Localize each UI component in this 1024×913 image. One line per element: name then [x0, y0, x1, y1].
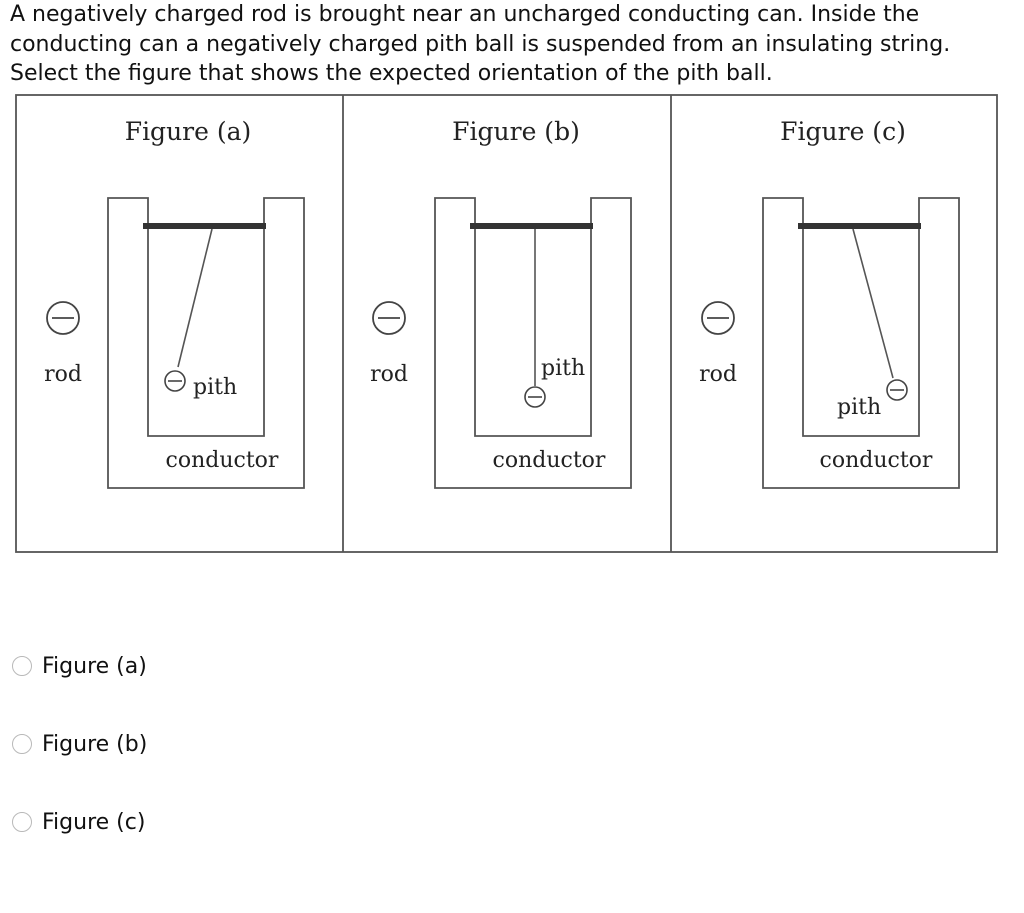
- option-figure-c[interactable]: Figure (c): [12, 806, 145, 838]
- conductor-label: conductor: [820, 448, 933, 473]
- conducting-can: [434, 197, 632, 489]
- figure-frame: [15, 94, 998, 553]
- question-line-1: A negatively charged rod is brought near…: [10, 2, 920, 27]
- figure-panel: Figure (a) rod pith conductor Figure (b)…: [15, 94, 998, 553]
- figure-c: Figure (c) rod pith conductor: [699, 117, 960, 489]
- option-label: Figure (b): [42, 731, 148, 757]
- radio-button[interactable]: [12, 812, 32, 832]
- can-outline: [762, 197, 960, 489]
- rod-label: rod: [699, 362, 737, 387]
- radio-button[interactable]: [12, 656, 32, 676]
- pith-string: [852, 228, 894, 379]
- figure-b-title: Figure (b): [452, 117, 580, 146]
- pith-label: pith: [837, 395, 881, 420]
- pith-label: pith: [541, 356, 585, 381]
- question-line-2: conducting can a negatively charged pith…: [10, 31, 951, 57]
- option-figure-a[interactable]: Figure (a): [12, 650, 147, 682]
- figure-b: Figure (b) rod pith conductor: [370, 117, 632, 489]
- option-figure-b[interactable]: Figure (b): [12, 728, 147, 760]
- question-line-3: Select the figure that shows the expecte…: [10, 61, 773, 86]
- figure-a-title: Figure (a): [125, 117, 252, 146]
- rod-label: rod: [44, 362, 82, 387]
- conductor-label: conductor: [493, 448, 606, 473]
- conducting-can: [762, 197, 960, 489]
- pith-string: [177, 228, 213, 368]
- can-outline: [107, 197, 305, 489]
- can-outline: [434, 197, 632, 489]
- question-text: A negatively charged rod is brought near…: [10, 0, 1014, 89]
- figure-c-title: Figure (c): [780, 117, 906, 146]
- option-label: Figure (c): [42, 809, 146, 835]
- conducting-can: [107, 197, 305, 489]
- rod-label: rod: [370, 362, 408, 387]
- option-label: Figure (a): [42, 653, 147, 679]
- radio-button[interactable]: [12, 734, 32, 754]
- pith-label: pith: [193, 375, 237, 400]
- rod: rod: [44, 301, 82, 387]
- rod: rod: [699, 301, 737, 387]
- rod: rod: [370, 301, 408, 387]
- figure-a: Figure (a) rod pith conductor: [44, 117, 305, 489]
- conductor-label: conductor: [166, 448, 279, 473]
